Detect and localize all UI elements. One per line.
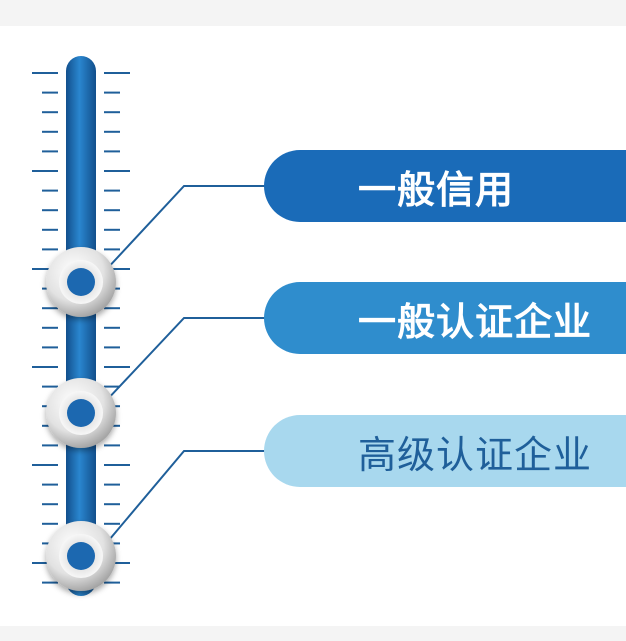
top-bar bbox=[0, 0, 626, 27]
level-pill-advanced-certified: 高级认证企业 bbox=[264, 415, 626, 487]
level-label: 高级认证企业 bbox=[358, 432, 593, 477]
level-label: 一般信用 bbox=[358, 167, 515, 212]
connector-line bbox=[103, 450, 268, 547]
knob-center bbox=[67, 542, 95, 570]
thermometer-graphic bbox=[32, 56, 268, 596]
connector-lines bbox=[103, 185, 268, 547]
thermometer-tube bbox=[66, 56, 96, 596]
knob-center bbox=[67, 399, 95, 427]
level-pill-general-certified: 一般认证企业 bbox=[264, 282, 626, 354]
level-knobs bbox=[46, 247, 116, 591]
level-knob bbox=[46, 378, 116, 448]
knob-center bbox=[67, 268, 95, 296]
level-pill-general-credit: 一般信用 bbox=[264, 150, 626, 222]
level-knob bbox=[46, 247, 116, 317]
connector-line bbox=[103, 317, 268, 404]
credit-level-diagram: 一般信用 一般认证企业 高级认证企业 bbox=[0, 26, 626, 626]
connector-line bbox=[103, 185, 268, 273]
level-label: 一般认证企业 bbox=[358, 299, 593, 344]
bottom-bar bbox=[0, 626, 626, 641]
level-knob bbox=[46, 521, 116, 591]
